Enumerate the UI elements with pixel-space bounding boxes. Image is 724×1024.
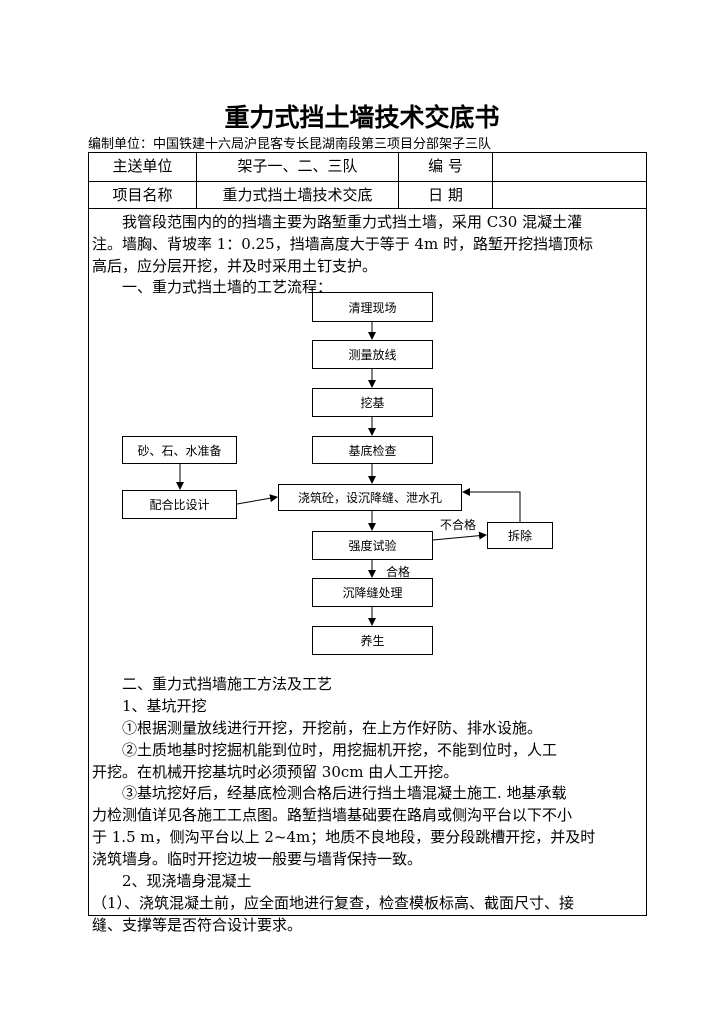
text-line: 高后，应分层开挖，并及时采用土钉支护。 bbox=[92, 257, 378, 275]
text-line: 我管段范围内的的挡墙主要为路堑重力式挡土墙，采用 C30 混凝土灌 bbox=[92, 213, 583, 231]
text-line: ①根据测量放线进行开挖，开挖前，在上方作好防、排水设施。 bbox=[92, 719, 543, 737]
subsection-heading: 2、现浇墙身混凝土 bbox=[92, 872, 252, 890]
flow-step-strength-test: 强度试验 bbox=[312, 531, 433, 560]
flow-step-pour-concrete: 浇筑砼，设沉降缝、泄水孔 bbox=[278, 484, 462, 511]
flow-step-survey: 测量放线 bbox=[312, 340, 433, 369]
number-label: 编 号 bbox=[399, 153, 493, 182]
flow-step-materials: 砂、石、水准备 bbox=[122, 436, 237, 464]
text-line: 于 1.5 m，侧沟平台以上 2~4m；地质不良地段，要分段跳槽开挖，并及时 bbox=[92, 828, 596, 846]
date-value bbox=[493, 182, 646, 209]
flow-step-excavate: 挖基 bbox=[312, 388, 433, 417]
method-continued: ③基坑挖好后，经基底检测合格后进行挡土墙混凝土施工. 地基承载 力检测值详见各施… bbox=[92, 782, 644, 936]
subsection-heading: 1、基坑开挖 bbox=[92, 697, 207, 715]
form-table: 主送单位 架子一、二、三队 编 号 项目名称 重力式挡土墙技术交底 日 期 bbox=[88, 152, 647, 916]
send-value: 架子一、二、三队 bbox=[197, 153, 399, 182]
flow-step-inspect-base: 基底检查 bbox=[312, 436, 433, 464]
flow-step-clear-site: 清理现场 bbox=[312, 292, 433, 322]
project-value: 重力式挡土墙技术交底 bbox=[197, 182, 399, 209]
text-line: ③基坑挖好后，经基底检测合格后进行挡土墙混凝土施工. 地基承载 bbox=[92, 784, 567, 802]
flow-step-joint-treatment: 沉降缝处理 bbox=[312, 578, 433, 607]
document-title: 重力式挡土墙技术交底书 bbox=[224, 103, 500, 132]
text-line: 注。墙胸、背坡率 1：0.25，挡墙高度大于等于 4m 时，路堑开挖挡墙顶标 bbox=[92, 235, 594, 253]
text-line: ②土质地基时挖掘机能到位时，用挖掘机开挖，不能到位时，人工 bbox=[92, 741, 558, 759]
fail-label: 不合格 bbox=[440, 518, 477, 532]
method-section: 二、重力式挡墙施工方法及工艺 1、基坑开挖 ①根据测量放线进行开挖，开挖前，在上… bbox=[92, 673, 644, 783]
send-label: 主送单位 bbox=[89, 153, 197, 182]
text-line: （1）、浇筑混凝土前，应全面地进行复查，检查模板标高、截面尺寸、接 bbox=[92, 894, 575, 912]
compiling-unit: 编制单位：中国铁建十六局沪昆客专长昆湖南段第三项目分部架子三队 bbox=[88, 137, 492, 152]
flow-step-remove: 拆除 bbox=[487, 522, 553, 549]
flow-step-mix-design: 配合比设计 bbox=[122, 490, 237, 519]
text-line: 缝、支撑等是否符合设计要求。 bbox=[92, 916, 303, 934]
project-label: 项目名称 bbox=[89, 182, 197, 209]
text-line: 力检测值详见各施工工点图。路堑挡墙基础要在路肩或侧沟平台以下不小 bbox=[92, 806, 573, 824]
intro-paragraph: 我管段范围内的的挡墙主要为路堑重力式挡土墙，采用 C30 混凝土灌 注。墙胸、背… bbox=[92, 211, 644, 297]
text-line: 浇筑墙身。临时开挖边坡一般要与墙背保持一致。 bbox=[92, 850, 423, 868]
number-value bbox=[493, 153, 646, 182]
text-line: 一、重力式挡土墙的工艺流程： bbox=[92, 278, 333, 296]
date-label: 日 期 bbox=[399, 182, 493, 209]
text-line: 开挖。在机械开挖基坑时必须预留 30cm 由人工开挖。 bbox=[92, 763, 459, 781]
section-heading: 二、重力式挡墙施工方法及工艺 bbox=[92, 675, 333, 693]
flow-step-curing: 养生 bbox=[312, 626, 433, 655]
pass-label: 合格 bbox=[386, 565, 411, 579]
